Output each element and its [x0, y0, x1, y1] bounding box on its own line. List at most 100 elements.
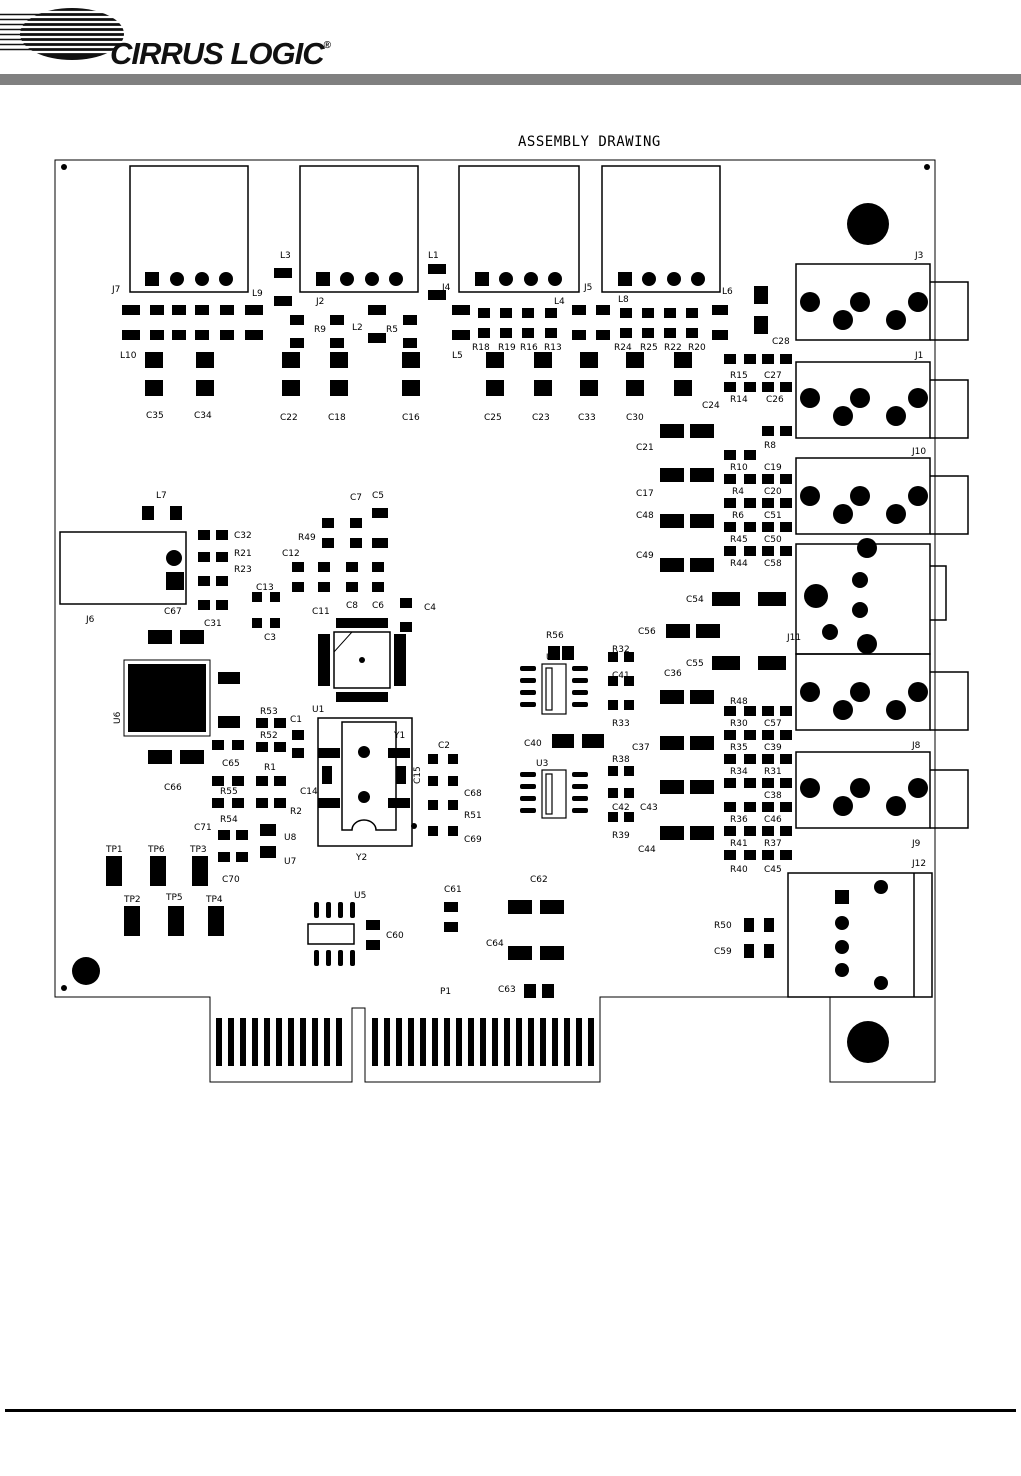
label-r49: R49 [298, 533, 316, 543]
label-u2: U2 [546, 653, 558, 663]
label-j11: J11 [786, 633, 801, 643]
pcb-assembly-drawing: J3 J1 J10 J11 J8 J9 J12 J7 L9 J2 L3 L2 L… [54, 159, 969, 1083]
top-connectors [129, 165, 721, 293]
label-c59: C59 [714, 947, 732, 957]
label-y2: Y2 [355, 853, 367, 863]
board-outline [54, 159, 936, 1083]
label-c43: C43 [640, 803, 658, 813]
label-c21: C21 [636, 443, 654, 453]
cirrus-logic-logo-swoosh [0, 8, 125, 60]
label-c60: C60 [386, 931, 404, 941]
label-r6: R6 [732, 511, 744, 521]
label-c16: C16 [402, 413, 420, 423]
label-r4: R4 [732, 487, 744, 497]
mount-hole-small [924, 164, 930, 170]
label-c41: C41 [612, 671, 630, 681]
label-tp1: TP1 [105, 845, 123, 855]
label-c33: C33 [578, 413, 596, 423]
label-p1: P1 [440, 987, 451, 997]
label-c8: C8 [346, 601, 358, 611]
label-c11: C11 [312, 607, 330, 617]
label-r16: R16 [520, 343, 538, 353]
label-r55: R55 [220, 787, 238, 797]
label-c34: C34 [194, 411, 212, 421]
label-c27: C27 [764, 371, 782, 381]
label-c48: C48 [636, 511, 654, 521]
label-c26: C26 [766, 395, 784, 405]
label-l3: L3 [280, 251, 291, 261]
label-c42: C42 [612, 803, 630, 813]
label-c57: C57 [764, 719, 782, 729]
label-c65: C65 [222, 759, 240, 769]
drawing-title: ASSEMBLY DRAWING [518, 134, 661, 150]
label-c6: C6 [372, 601, 384, 611]
label-r23: R23 [234, 565, 252, 575]
jack-pins [800, 292, 928, 990]
label-r10: R10 [730, 463, 748, 473]
label-c2: C2 [438, 741, 450, 751]
label-r33: R33 [612, 719, 630, 729]
test-points [106, 856, 224, 936]
label-c51: C51 [764, 511, 782, 521]
label-c54: C54 [686, 595, 704, 605]
label-c17: C17 [636, 489, 654, 499]
u5-ic [307, 902, 458, 966]
label-c39: C39 [764, 743, 782, 753]
u1-qfp [318, 618, 406, 702]
cap-row [145, 352, 692, 396]
label-r44: R44 [730, 559, 748, 569]
label-r48: R48 [730, 697, 748, 707]
label-c20: C20 [764, 487, 782, 497]
label-y1: Y1 [393, 731, 405, 741]
mount-hole-large [72, 957, 100, 985]
label-r32: R32 [612, 645, 630, 655]
label-c46: C46 [764, 815, 782, 825]
label-r38: R38 [612, 755, 630, 765]
label-c50: C50 [764, 535, 782, 545]
label-r19: R19 [498, 343, 516, 353]
u2-pins [520, 666, 588, 707]
label-c4: C4 [424, 603, 436, 613]
label-u5: U5 [354, 891, 366, 901]
label-r41: R41 [730, 839, 748, 849]
label-tp2: TP2 [123, 895, 141, 905]
label-u8: U8 [284, 833, 297, 843]
label-r37: R37 [764, 839, 782, 849]
label-c14: C14 [300, 787, 318, 797]
label-c63: C63 [498, 985, 516, 995]
label-r1: R1 [264, 763, 276, 773]
header: CIRRUS LOGIC® [0, 0, 1021, 90]
label-c38: C38 [764, 791, 782, 801]
label-r14: R14 [730, 395, 748, 405]
label-c7: C7 [350, 493, 362, 503]
j6-module [59, 531, 187, 605]
mid-components [142, 506, 634, 862]
label-l5: L5 [452, 351, 463, 361]
label-r20: R20 [688, 343, 706, 353]
label-c55: C55 [686, 659, 704, 669]
label-c35: C35 [146, 411, 164, 421]
label-j9: J9 [911, 839, 921, 849]
label-l9: L9 [252, 289, 263, 299]
label-r9: R9 [314, 325, 326, 335]
u3-ic [541, 769, 567, 819]
u7-u8 [260, 824, 276, 858]
edge-fingers-right [372, 1018, 594, 1066]
mount-hole-large [847, 203, 889, 245]
label-r21: R21 [234, 549, 252, 559]
label-u7: U7 [284, 857, 296, 867]
label-c36: C36 [664, 669, 682, 679]
label-r22: R22 [664, 343, 682, 353]
label-tp5: TP5 [165, 893, 183, 903]
label-j10: J10 [911, 447, 926, 457]
silkscreen-labels: J3 J1 J10 J11 J8 J9 J12 J7 L9 J2 L3 L2 L… [85, 251, 926, 997]
label-u6: U6 [113, 711, 123, 724]
right-jacks [787, 263, 969, 998]
label-c70: C70 [222, 875, 240, 885]
label-c37: C37 [632, 743, 650, 753]
u6-chip [128, 664, 206, 732]
label-j8: J8 [911, 741, 921, 751]
label-c25: C25 [484, 413, 502, 423]
mount-hole-small [61, 985, 67, 991]
label-j5: J5 [583, 283, 592, 293]
